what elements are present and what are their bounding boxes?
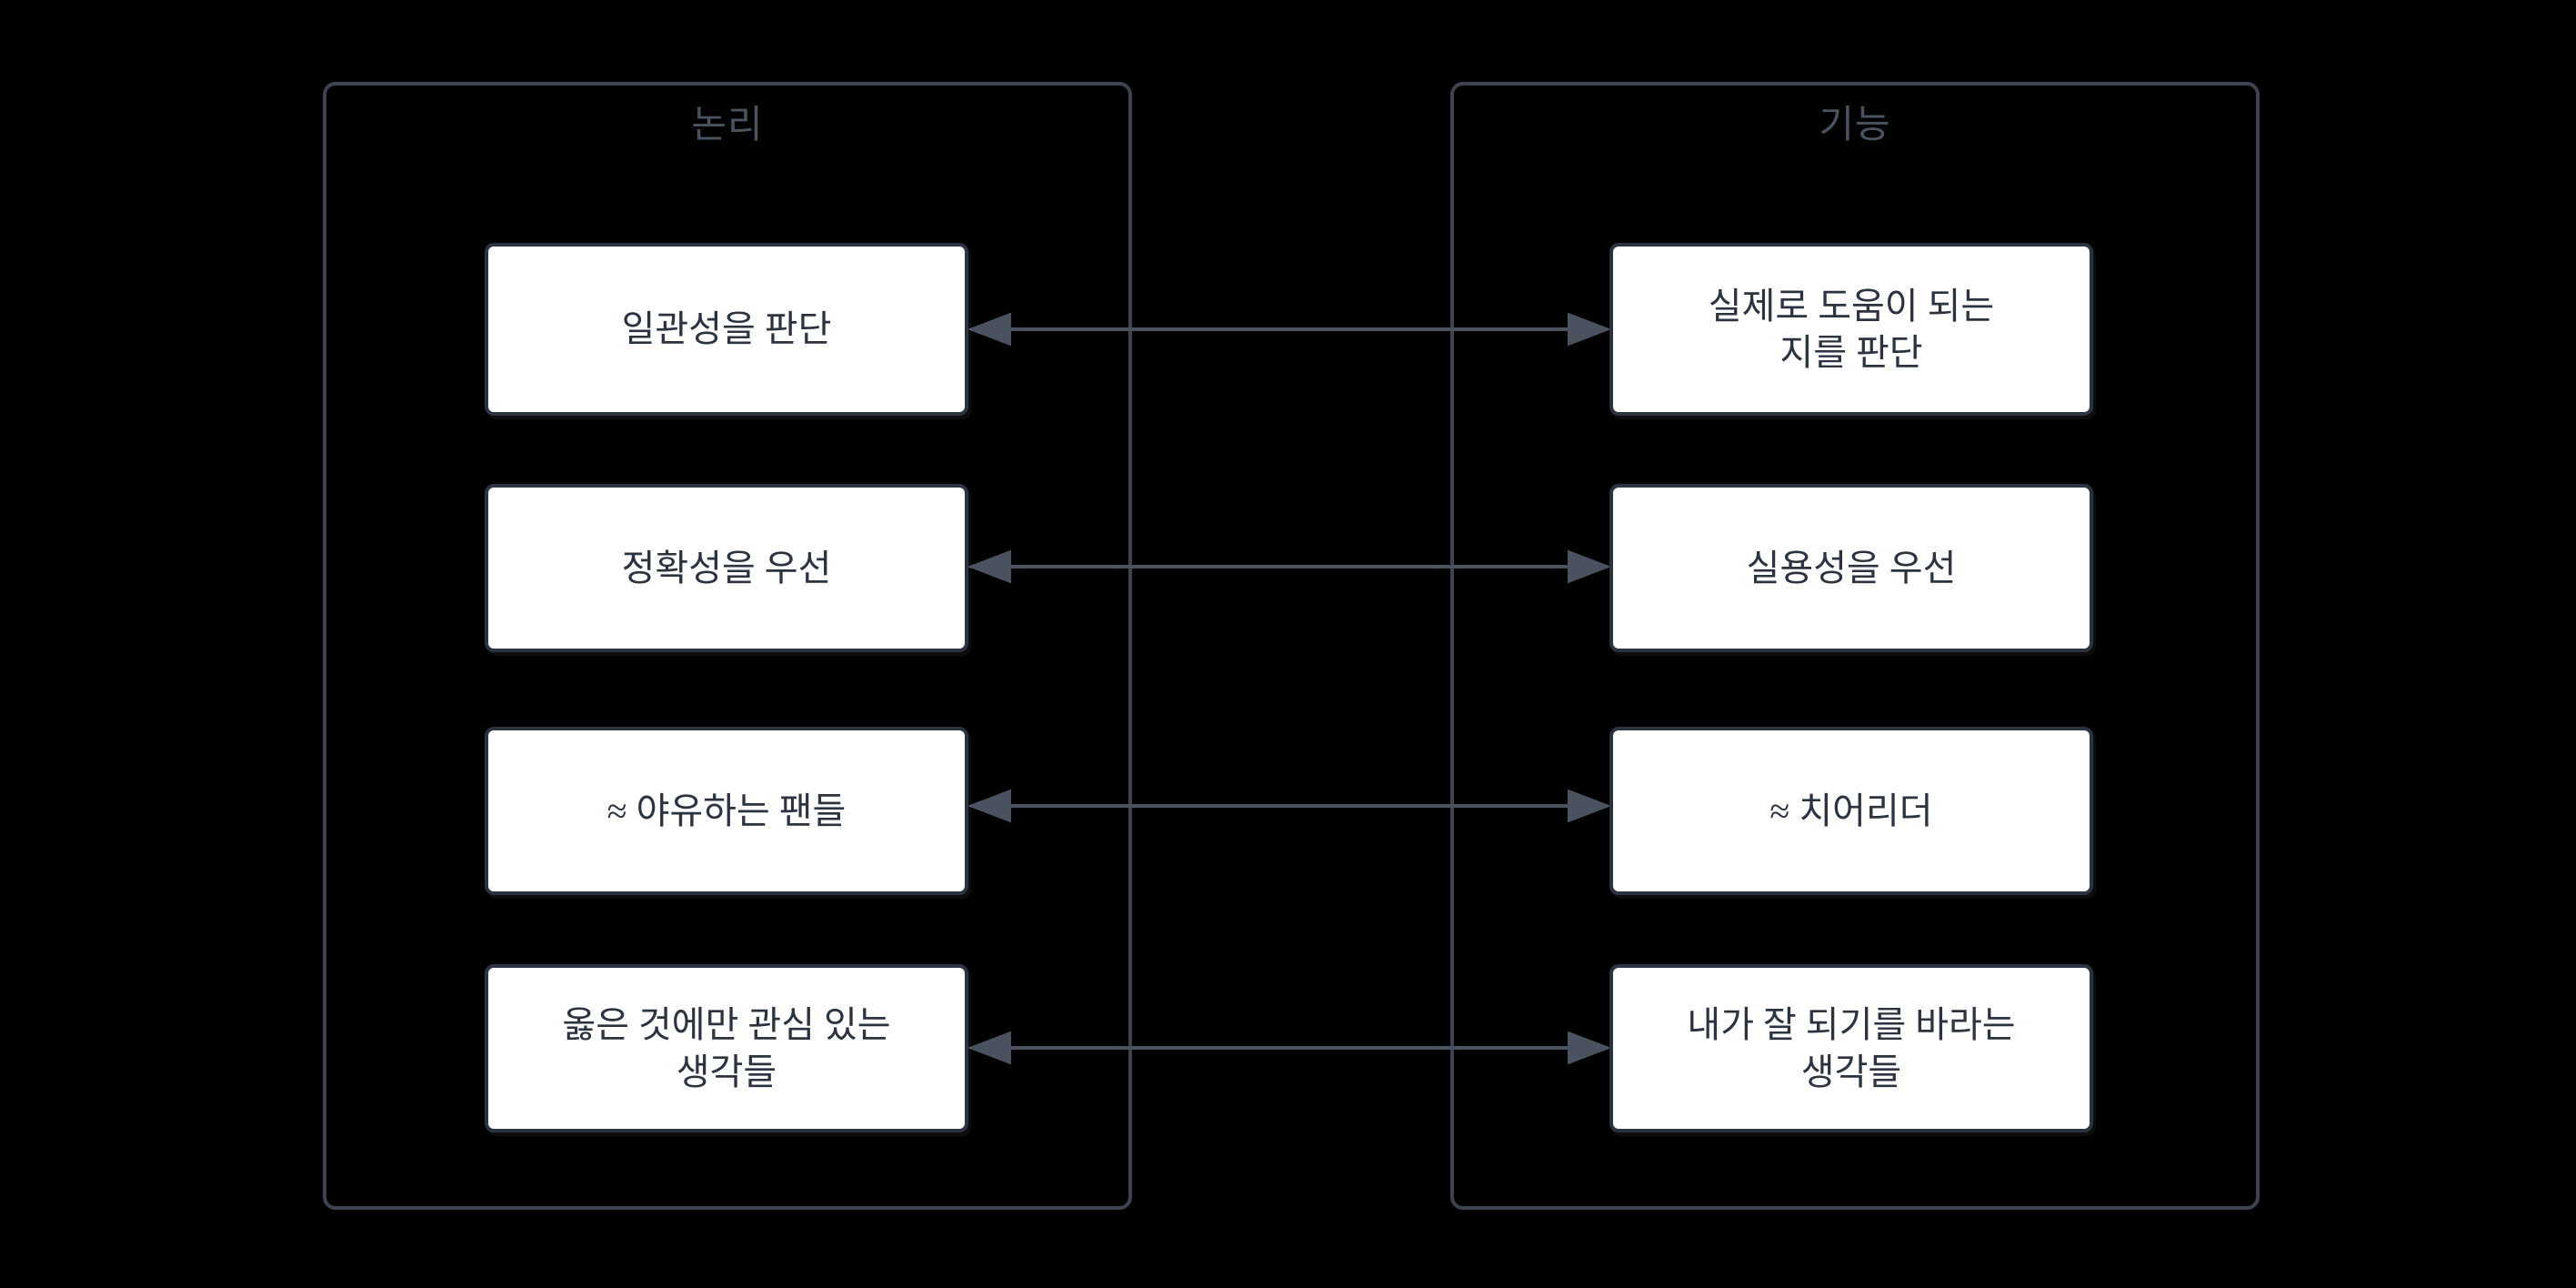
node-right-4-label: 내가 잘 되기를 바라는 생각들 bbox=[1687, 1004, 2016, 1092]
node-right-2-label: 실용성을 우선 bbox=[1746, 547, 1957, 589]
node-right-4[interactable]: 내가 잘 되기를 바라는 생각들 bbox=[1609, 964, 2093, 1132]
node-left-3[interactable]: ≈ 야유하는 팬들 bbox=[485, 727, 968, 895]
node-left-1[interactable]: 일관성을 판단 bbox=[485, 243, 968, 416]
node-left-2[interactable]: 정확성을 우선 bbox=[485, 484, 968, 652]
node-left-4[interactable]: 옳은 것에만 관심 있는 생각들 bbox=[485, 964, 968, 1132]
node-right-1-label: 실제로 도움이 되는 지를 판단 bbox=[1708, 285, 1995, 373]
group-logic-title: 논리 bbox=[691, 105, 764, 146]
node-left-3-label: ≈ 야유하는 팬들 bbox=[606, 790, 847, 831]
node-left-2-label: 정확성을 우선 bbox=[621, 547, 832, 589]
group-function-title: 기능 bbox=[1819, 105, 1891, 146]
node-left-4-label: 옳은 것에만 관심 있는 생각들 bbox=[562, 1004, 891, 1092]
node-right-3[interactable]: ≈ 치어리더 bbox=[1609, 727, 2093, 895]
node-right-3-label: ≈ 치어리더 bbox=[1769, 790, 1933, 831]
node-left-1-label: 일관성을 판단 bbox=[621, 308, 832, 350]
node-right-2[interactable]: 실용성을 우선 bbox=[1609, 484, 2093, 652]
node-right-1[interactable]: 실제로 도움이 되는 지를 판단 bbox=[1609, 243, 2093, 416]
